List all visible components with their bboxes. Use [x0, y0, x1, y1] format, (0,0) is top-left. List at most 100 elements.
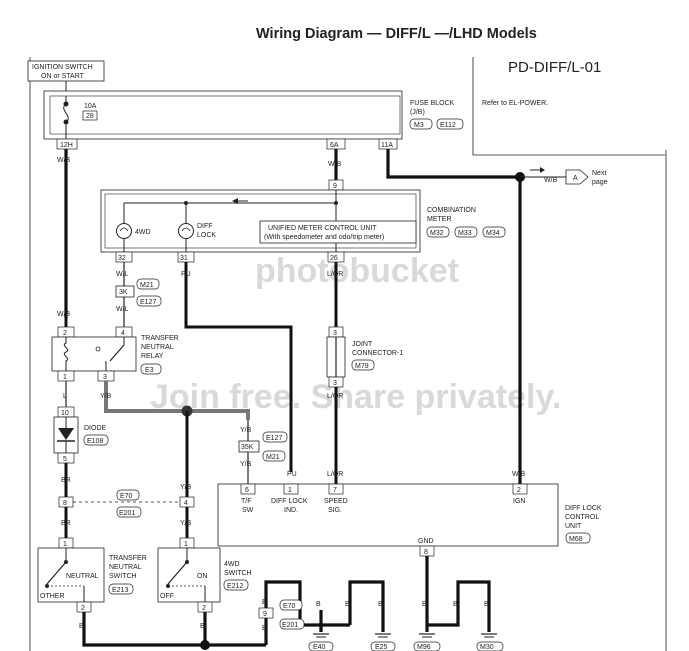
relay-label-3: RELAY: [141, 353, 164, 360]
conn-3k-m21: [136, 278, 160, 290]
ecu-pin-8-label: 8: [424, 549, 428, 556]
ecu-pin-6-label: 6: [245, 487, 249, 494]
wire-b-label-7: B: [378, 601, 383, 608]
direction-arrowhead: [540, 167, 545, 173]
fuse-number-box: [82, 110, 98, 121]
wire-yb-label-3: Y/B: [240, 427, 252, 434]
meter-conn-m32-label: M32: [430, 230, 444, 237]
wire-b-label-2: B: [200, 623, 205, 630]
ecu-pin-1-name-1: DIFF LOCK: [271, 498, 308, 505]
relay-label-2: NEUTRAL: [141, 344, 174, 351]
gnd-m96: [413, 641, 441, 651]
wire-b-label-10: B: [484, 601, 489, 608]
joint-label-2: CONNECTOR-1: [352, 350, 403, 357]
ecu-pin-6-name-2: SW: [242, 507, 254, 514]
ecu-conn-m68: [565, 532, 591, 544]
conn-35k-e127-label: E127: [266, 435, 282, 442]
pin-6a-label: 6A: [330, 142, 339, 149]
joint-pin-bottom-label: 3: [333, 380, 337, 387]
sw4wd-conn-e212: [223, 579, 249, 591]
fuse-ref-note: Refer to EL-POWER.: [482, 100, 548, 107]
lamp-difflock-icon: [178, 223, 194, 239]
wire-b-label-3: B: [262, 599, 267, 606]
wire-br-label-2: BR: [61, 520, 71, 527]
fuse-block-label-2: (J/B): [410, 109, 425, 116]
gnd-e40-label: E40: [313, 644, 326, 651]
ecu-pin-1-label: 1: [288, 487, 292, 494]
nextpage-label-2: page: [592, 179, 608, 186]
relay-conn-e3-label: E3: [145, 367, 154, 374]
pin-11a-label: 11A: [381, 142, 393, 149]
fuse-conn-e112-label: E112: [440, 122, 456, 129]
gnd-conn-e201: [279, 618, 305, 630]
relay-switch-arm: [109, 344, 125, 362]
sw4wd-pin-1-label: 1: [184, 541, 188, 548]
conn-35k-label: 35K: [241, 444, 254, 451]
tns-state-other: OTHER: [40, 593, 65, 600]
wire-b-label-8: B: [422, 601, 427, 608]
wire-yb-label-1: Y/B: [100, 393, 112, 400]
diode-pin-10-label: 10: [61, 410, 69, 417]
tns-conn-e213-label: E213: [112, 587, 128, 594]
ecu-gnd-label: GND: [418, 538, 434, 545]
fuse-conn-e112: [436, 118, 464, 130]
lamp-4wd-label: 4WD: [135, 229, 151, 236]
gnd-e25-label: E25: [375, 644, 388, 651]
wire-b-label-4: B: [262, 625, 267, 632]
relay-pin-1-label: 1: [63, 374, 67, 381]
diode-pin-5-label: 5: [63, 456, 67, 463]
wire-wb-label-3: W/B: [328, 161, 342, 168]
lamp-4wd-filament: [119, 227, 129, 232]
splice-gnd: [200, 640, 210, 650]
gnd-e40: [308, 641, 334, 651]
diagram-title: Wiring Diagram — DIFF/L —/LHD Models: [256, 26, 537, 42]
inline-conn-e201-label: E201: [119, 510, 135, 517]
ecu-pin-2: [512, 483, 528, 495]
diff-lock-control-unit: [217, 483, 559, 547]
ecu-conn-m68-label: M68: [569, 536, 583, 543]
wire-wb-label-1: W/B: [57, 157, 71, 164]
relay-label-1: TRANSFER: [141, 335, 179, 342]
wire-gnd-e25: [348, 580, 385, 632]
inline-conn-e201: [116, 506, 142, 518]
transfer-neutral-switch: [37, 547, 105, 603]
wire-wl-label-2: W/L: [116, 306, 129, 313]
meter-conn-m34-label: M34: [486, 230, 500, 237]
relay-pin-3-label: 3: [103, 374, 107, 381]
conn-3k-m21-label: M21: [140, 282, 154, 289]
conn-3k: [115, 285, 135, 298]
wire-pu: [184, 262, 293, 472]
gnd-pin-9-label: 9: [263, 611, 267, 618]
wire-wb-right: [386, 149, 522, 485]
tns-label-2: NEUTRAL: [109, 564, 142, 571]
meter-label-2: METER: [427, 216, 452, 223]
ecu-pin-6: [240, 483, 256, 495]
meter-label-1: COMBINATION: [427, 207, 476, 214]
nextpage-arrow: [565, 169, 589, 185]
tns-conn-e213: [108, 583, 134, 595]
sw4wd-label-2: SWITCH: [224, 570, 252, 577]
wire-lor-label-3: L/OR: [327, 471, 343, 478]
fuse-number: 28: [86, 113, 94, 120]
conn-3k-e127: [136, 295, 162, 307]
wire-wl-label-1: W/L: [116, 271, 129, 278]
relay-conn-e3: [140, 363, 162, 375]
ecu-label-3: UNIT: [565, 523, 582, 530]
meter-pin-9-label: 9: [333, 183, 337, 190]
unified-meter-unit: [259, 220, 417, 244]
wire-b-label-5: B: [316, 601, 321, 608]
wire-b-gnd-bus: [264, 580, 323, 645]
meter-conn-m33: [454, 226, 478, 238]
fuse-block-inner: [49, 95, 401, 135]
conn-35k-e127: [262, 431, 288, 443]
unified-meter-label-2: (With speedometer and odo/trip meter): [264, 234, 384, 241]
wire-lor-label-1: L/OR: [327, 271, 343, 278]
gnd-e25: [370, 641, 396, 651]
conn-pin-8-label: 8: [63, 500, 67, 507]
wire-b-label-1: B: [79, 623, 84, 630]
meter-bus: [123, 190, 337, 223]
joint-conn-m79-label: M79: [355, 363, 369, 370]
gnd-conn-e70: [279, 599, 303, 611]
meter-pin-26-label: 26: [330, 255, 338, 262]
